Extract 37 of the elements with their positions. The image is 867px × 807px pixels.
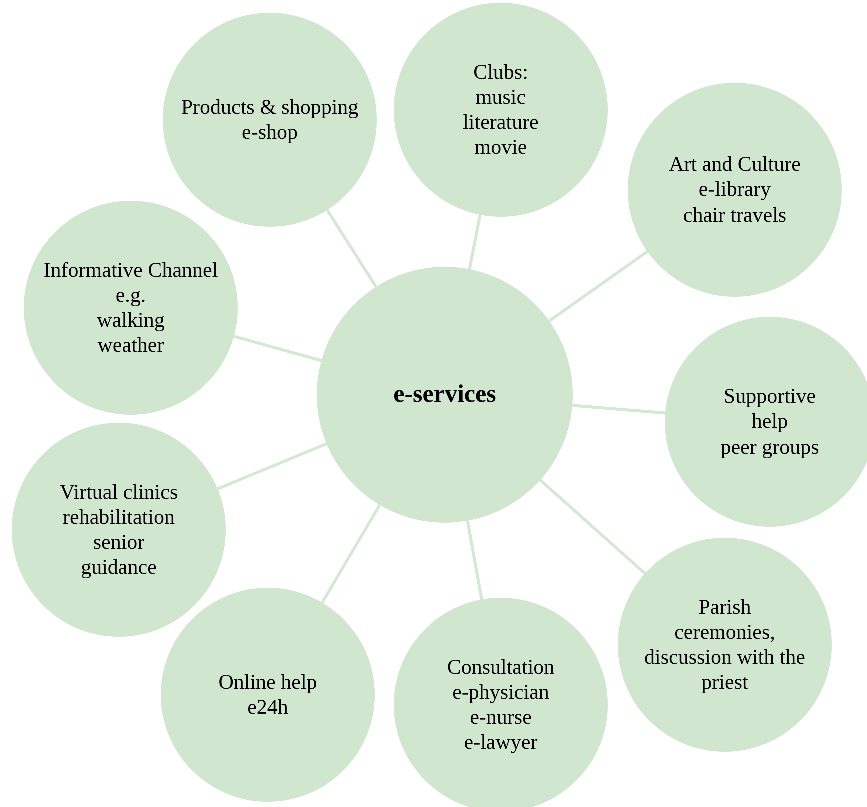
circle-text: Clubs: [474, 60, 528, 85]
circle-text: Products & shopping [181, 94, 359, 120]
circle-text: e-lawyer [464, 730, 538, 756]
circle-text: chair travels [683, 202, 787, 228]
circle-text: literature [463, 110, 539, 136]
circle-text: weather [98, 333, 164, 358]
circle-text: senior [93, 530, 145, 556]
circle-text: Art and Culture [669, 152, 801, 178]
connector-line [466, 520, 484, 600]
circle-text: Online help [218, 670, 318, 695]
circle-text: discussion with the priest [644, 645, 806, 696]
circle-text: e-nurse [470, 705, 532, 730]
circle-text: movie [474, 135, 528, 160]
connector-line [217, 442, 328, 490]
connector-line [234, 335, 322, 362]
circle-text: walking [97, 308, 165, 334]
circle-text: Supportive [724, 384, 816, 410]
circle-text: e24h [248, 695, 288, 720]
circle-text: e-services [394, 380, 496, 410]
circle-text: Informative Channel e.g. [42, 258, 220, 308]
circle-text: Parish [698, 594, 752, 620]
connector-line [468, 214, 482, 270]
circle-text: ceremonies, [674, 620, 776, 645]
circle-text: e-library [698, 177, 772, 203]
connector-line [326, 209, 378, 288]
circle-text: Consultation [447, 654, 555, 680]
connector-line [321, 504, 382, 604]
circle-text: peer groups [720, 434, 820, 460]
circle-text: rehabilitation [63, 504, 175, 530]
circle-text: Virtual clinics [60, 480, 178, 505]
circle-text: help [752, 409, 788, 435]
connector-line [548, 250, 648, 322]
circle-text: guidance [81, 555, 157, 580]
circle-text: e-shop [242, 120, 298, 146]
circle-text: e-physician [452, 680, 550, 705]
connector-line [539, 479, 646, 575]
circle-text: music [476, 84, 526, 110]
